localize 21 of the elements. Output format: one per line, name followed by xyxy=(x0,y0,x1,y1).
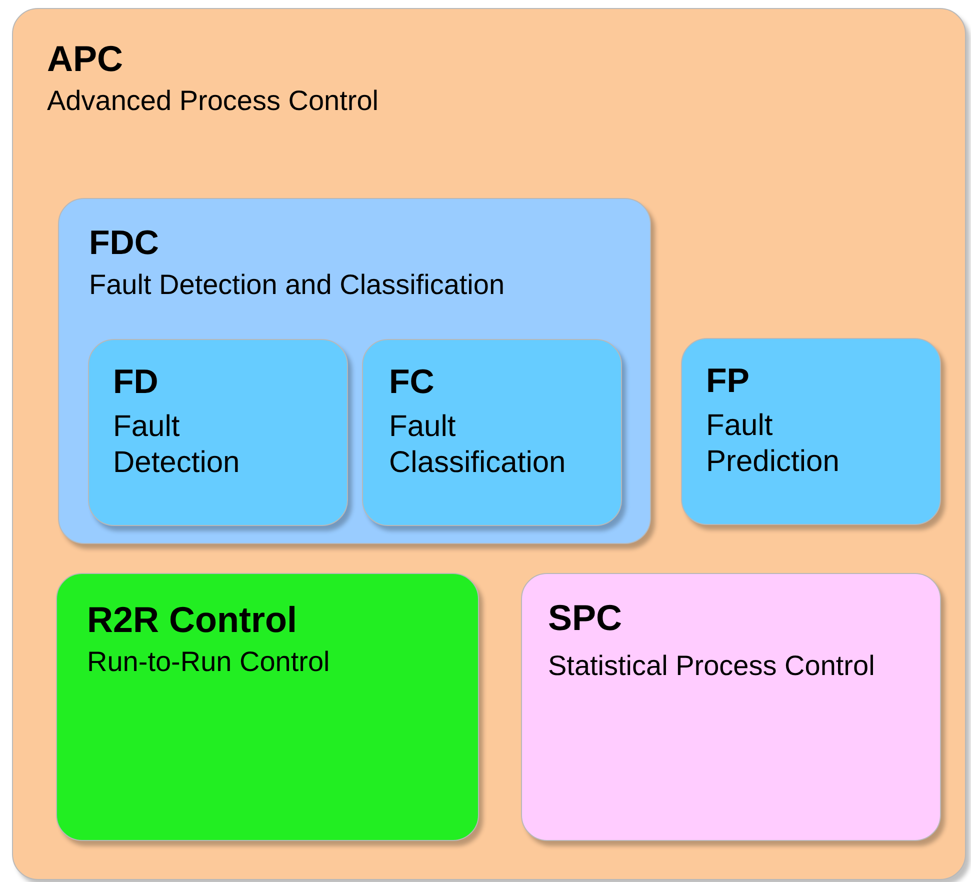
category-box xyxy=(521,573,941,841)
box-title: APC xyxy=(47,37,124,80)
box-subtitle: Statistical Process Control xyxy=(548,649,876,683)
box-subtitle: Fault Detection xyxy=(113,408,241,481)
box-title: R2R Control xyxy=(87,598,298,642)
box-subtitle: Run-to-Run Control xyxy=(87,645,331,679)
box-subtitle: Fault Classification xyxy=(389,408,567,481)
category-box xyxy=(58,198,651,544)
box-title: FP xyxy=(706,361,750,402)
box-title: SPC xyxy=(548,596,624,640)
category-box xyxy=(56,573,479,841)
box-subtitle: Fault Prediction xyxy=(706,408,840,480)
box-title: FC xyxy=(389,362,436,403)
box-subtitle: Advanced Process Control xyxy=(47,84,380,118)
category-box xyxy=(362,339,622,526)
box-title: FDC xyxy=(89,223,160,264)
category-box xyxy=(681,338,941,525)
box-title: FD xyxy=(113,362,160,403)
box-subtitle: Fault Detection and Classification xyxy=(89,268,506,302)
category-box xyxy=(12,8,966,880)
category-box xyxy=(88,339,348,526)
